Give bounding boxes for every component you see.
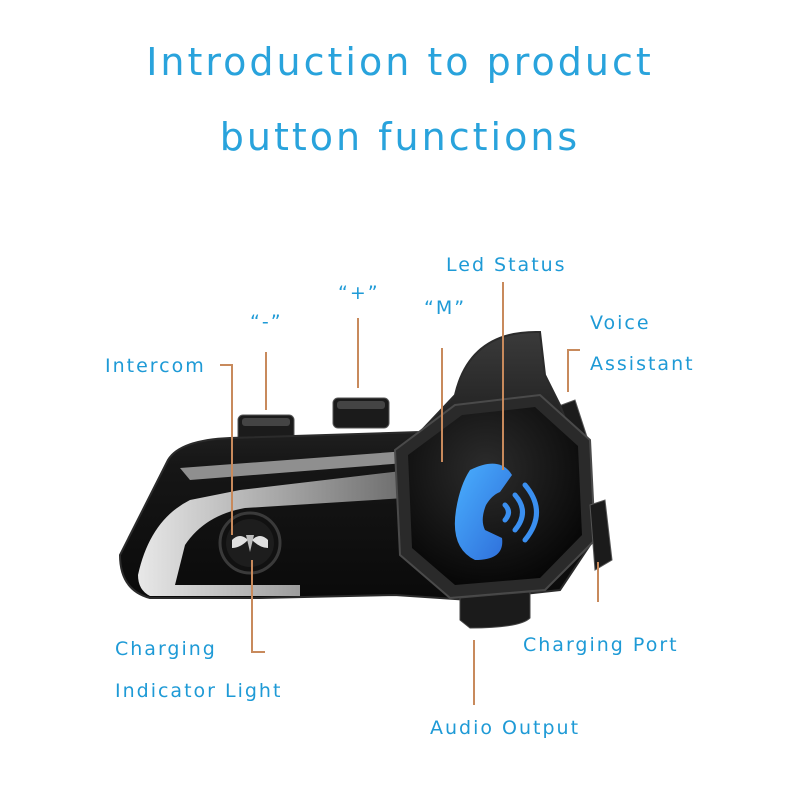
label-charging: Charging <box>115 638 217 660</box>
audio-output-port <box>459 591 531 629</box>
signal-waves-icon <box>502 482 539 543</box>
label-plus: “+” <box>338 282 380 304</box>
page-title-line2: button functions <box>219 115 581 159</box>
control-face <box>393 393 597 600</box>
page-title-line1: Introduction to product <box>146 40 654 84</box>
phone-icon[interactable] <box>454 463 512 560</box>
leader-lines <box>220 282 599 705</box>
label-intercom: Intercom <box>105 355 206 377</box>
label-m: “M” <box>424 297 467 319</box>
leader-intercom <box>220 364 233 535</box>
charging-port <box>589 499 613 571</box>
label-voice: Voice <box>590 312 651 334</box>
label-assistant: Assistant <box>590 353 695 375</box>
leader-charging-indicator <box>251 560 265 653</box>
intercom-button[interactable] <box>218 511 282 575</box>
label-minus: “-” <box>250 311 283 333</box>
plus-button[interactable] <box>332 397 390 429</box>
label-led-status: Led Status <box>446 254 567 276</box>
label-charging-port: Charging Port <box>523 634 679 656</box>
label-indicator-light: Indicator Light <box>115 680 283 702</box>
label-audio-output: Audio Output <box>430 717 581 739</box>
leader-voice <box>567 349 580 392</box>
